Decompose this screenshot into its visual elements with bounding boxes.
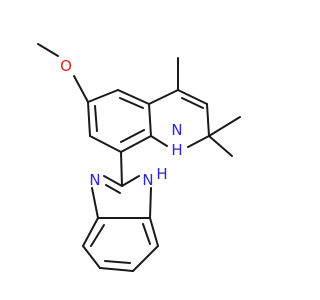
bond-c4-c3 bbox=[177, 89, 208, 105]
methoxy-oxygen-label: O bbox=[60, 57, 72, 75]
imidazole-nitrogen-label: N bbox=[89, 171, 100, 189]
double-bond-c5-c4a bbox=[119, 97, 144, 109]
imidazole-nh-hydrogen-label: H bbox=[156, 165, 167, 183]
double-bond-c4-c3 bbox=[181, 97, 204, 109]
bond-c8-c7 bbox=[89, 135, 122, 153]
ring-nh-nitrogen-label: N bbox=[171, 121, 182, 139]
bond-c4a-c8a bbox=[148, 103, 152, 137]
methyl-o-bond bbox=[37, 43, 59, 57]
double-bond-c5-c6 bbox=[104, 260, 131, 264]
bond-c4a-c4 bbox=[148, 89, 179, 105]
dihydropyridine-ring bbox=[148, 89, 210, 148]
bond-c6-c7 bbox=[132, 245, 159, 272]
c2-methyl-b-bond bbox=[208, 135, 233, 157]
bond-c2-n3 bbox=[103, 175, 123, 187]
bond-c2-n1 bbox=[187, 135, 210, 148]
quinoline-benzene-ring bbox=[87, 89, 152, 153]
bond-n1-c7a bbox=[149, 187, 152, 219]
double-bond-c3a-c4 bbox=[90, 224, 105, 247]
imidazole-ring bbox=[91, 175, 152, 219]
bond-c2-n1 bbox=[121, 175, 140, 187]
bond-c8a-c8 bbox=[120, 135, 152, 153]
double-bond-c2-n3 bbox=[105, 184, 121, 194]
bond-n1-c8a bbox=[150, 135, 168, 147]
double-bond-c7-c7a bbox=[142, 223, 151, 245]
bond-c4-c5 bbox=[82, 245, 101, 269]
aryl-link-bond bbox=[120, 151, 123, 187]
bond-c7-c7a bbox=[149, 217, 159, 247]
o-ring-bond bbox=[73, 75, 89, 103]
bond-c7-c6 bbox=[87, 101, 91, 137]
benzimidazole-benzene-ring bbox=[82, 217, 159, 272]
imidazole-nh-nitrogen-label: N bbox=[142, 171, 153, 189]
bond-c5-c4a bbox=[117, 89, 150, 105]
methyl-groups bbox=[177, 57, 241, 157]
double-bond-c7-c6 bbox=[94, 105, 98, 132]
bond-c6-c5 bbox=[87, 89, 119, 103]
ring-nh-hydrogen-label: H bbox=[171, 141, 182, 159]
bond-c3-c2 bbox=[206, 103, 210, 137]
molecule-structure: O N H N N H bbox=[37, 43, 241, 272]
double-bond-c8a-c8 bbox=[120, 129, 145, 143]
bond-n3-c3a bbox=[91, 187, 99, 219]
methoxy-group bbox=[37, 43, 89, 103]
bond-c3a-c4 bbox=[82, 217, 99, 247]
c2-methyl-a-bond bbox=[208, 116, 241, 137]
bond-c5-c6 bbox=[99, 267, 134, 272]
